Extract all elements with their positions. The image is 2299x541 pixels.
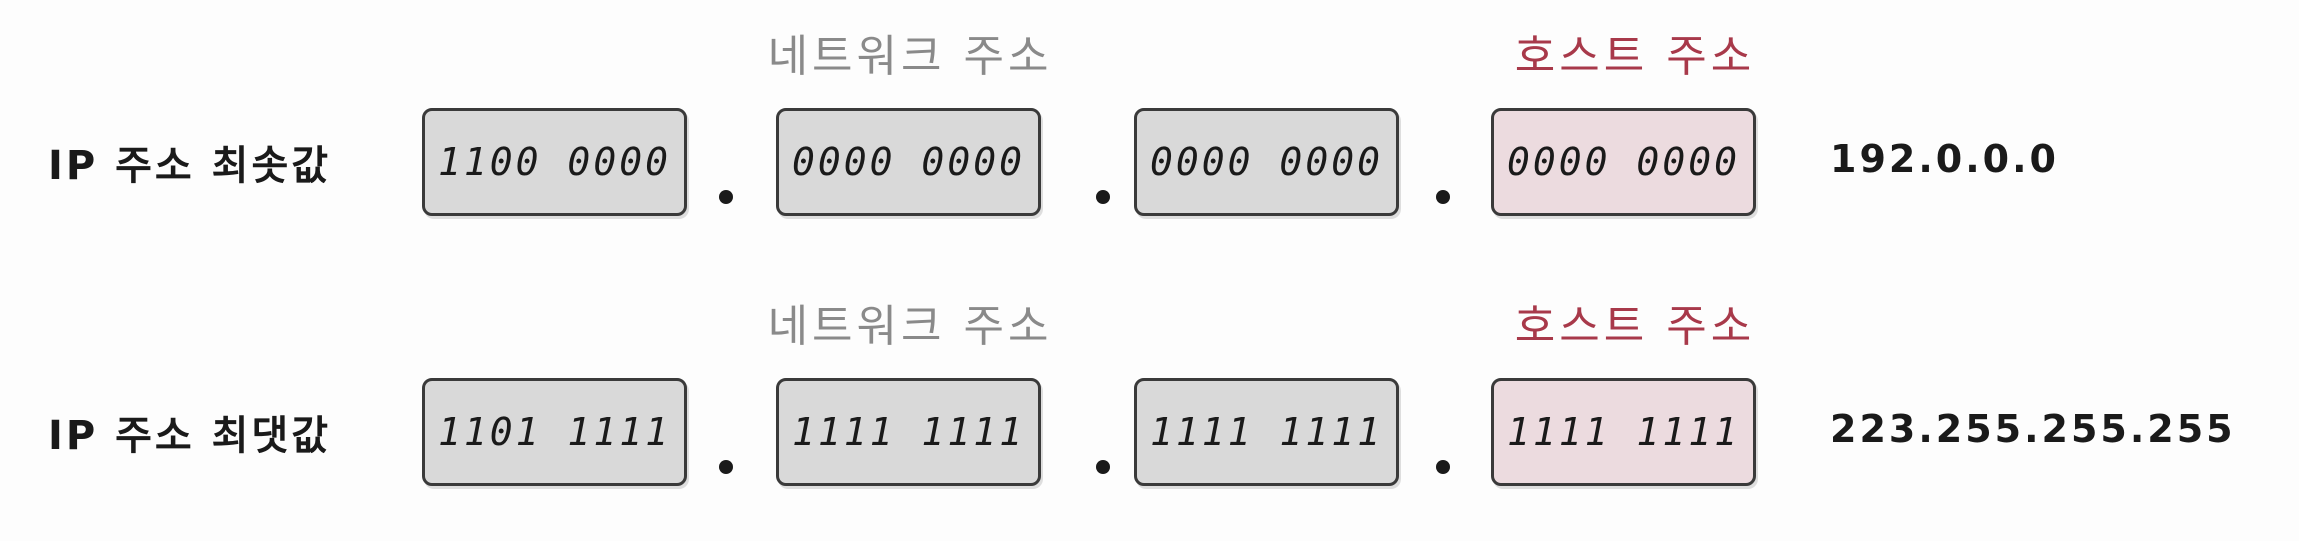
network-address-label: 네트워크 주소 (767, 31, 1053, 82)
octet-2-box: 0000 0000 (776, 108, 1041, 216)
octet-4-host-box: 1111 1111 (1491, 378, 1756, 486)
octet-separator-dot (1096, 190, 1110, 204)
network-address-label: 네트워크 주소 (767, 301, 1053, 352)
host-address-label: 호스트 주소 (1514, 301, 1756, 352)
octet-separator-dot (719, 460, 733, 474)
octet-1-box: 1101 1111 (422, 378, 687, 486)
octet-3-box: 1111 1111 (1134, 378, 1399, 486)
octet-3-value: 1111 1111 (1150, 410, 1383, 454)
octet-3-value: 0000 0000 (1150, 140, 1383, 184)
octet-4-value: 1111 1111 (1507, 410, 1740, 454)
octet-1-value: 1100 0000 (438, 140, 671, 184)
octet-separator-dot (719, 190, 733, 204)
octet-4-value: 0000 0000 (1507, 140, 1740, 184)
octet-separator-dot (1436, 190, 1450, 204)
octet-3-box: 0000 0000 (1134, 108, 1399, 216)
octet-separator-dot (1096, 460, 1110, 474)
octet-4-host-box: 0000 0000 (1491, 108, 1756, 216)
ip-min-title: IP 주소 최솟값 (48, 143, 332, 189)
octet-separator-dot (1436, 460, 1450, 474)
ip-max-title: IP 주소 최댓값 (48, 413, 332, 459)
host-address-label: 호스트 주소 (1514, 31, 1756, 82)
ip-min-row: 네트워크 주소 호스트 주소 IP 주소 최솟값 1100 0000 0000 … (0, 0, 2299, 240)
ip-max-decimal: 223.255.255.255 (1830, 407, 2236, 451)
octet-1-value: 1101 1111 (438, 410, 671, 454)
octet-2-box: 1111 1111 (776, 378, 1041, 486)
octet-2-value: 1111 1111 (792, 410, 1025, 454)
ip-min-decimal: 192.0.0.0 (1830, 137, 2059, 181)
octet-1-box: 1100 0000 (422, 108, 687, 216)
octet-2-value: 0000 0000 (792, 140, 1025, 184)
ip-max-row: 네트워크 주소 호스트 주소 IP 주소 최댓값 1101 1111 1111 … (0, 270, 2299, 510)
